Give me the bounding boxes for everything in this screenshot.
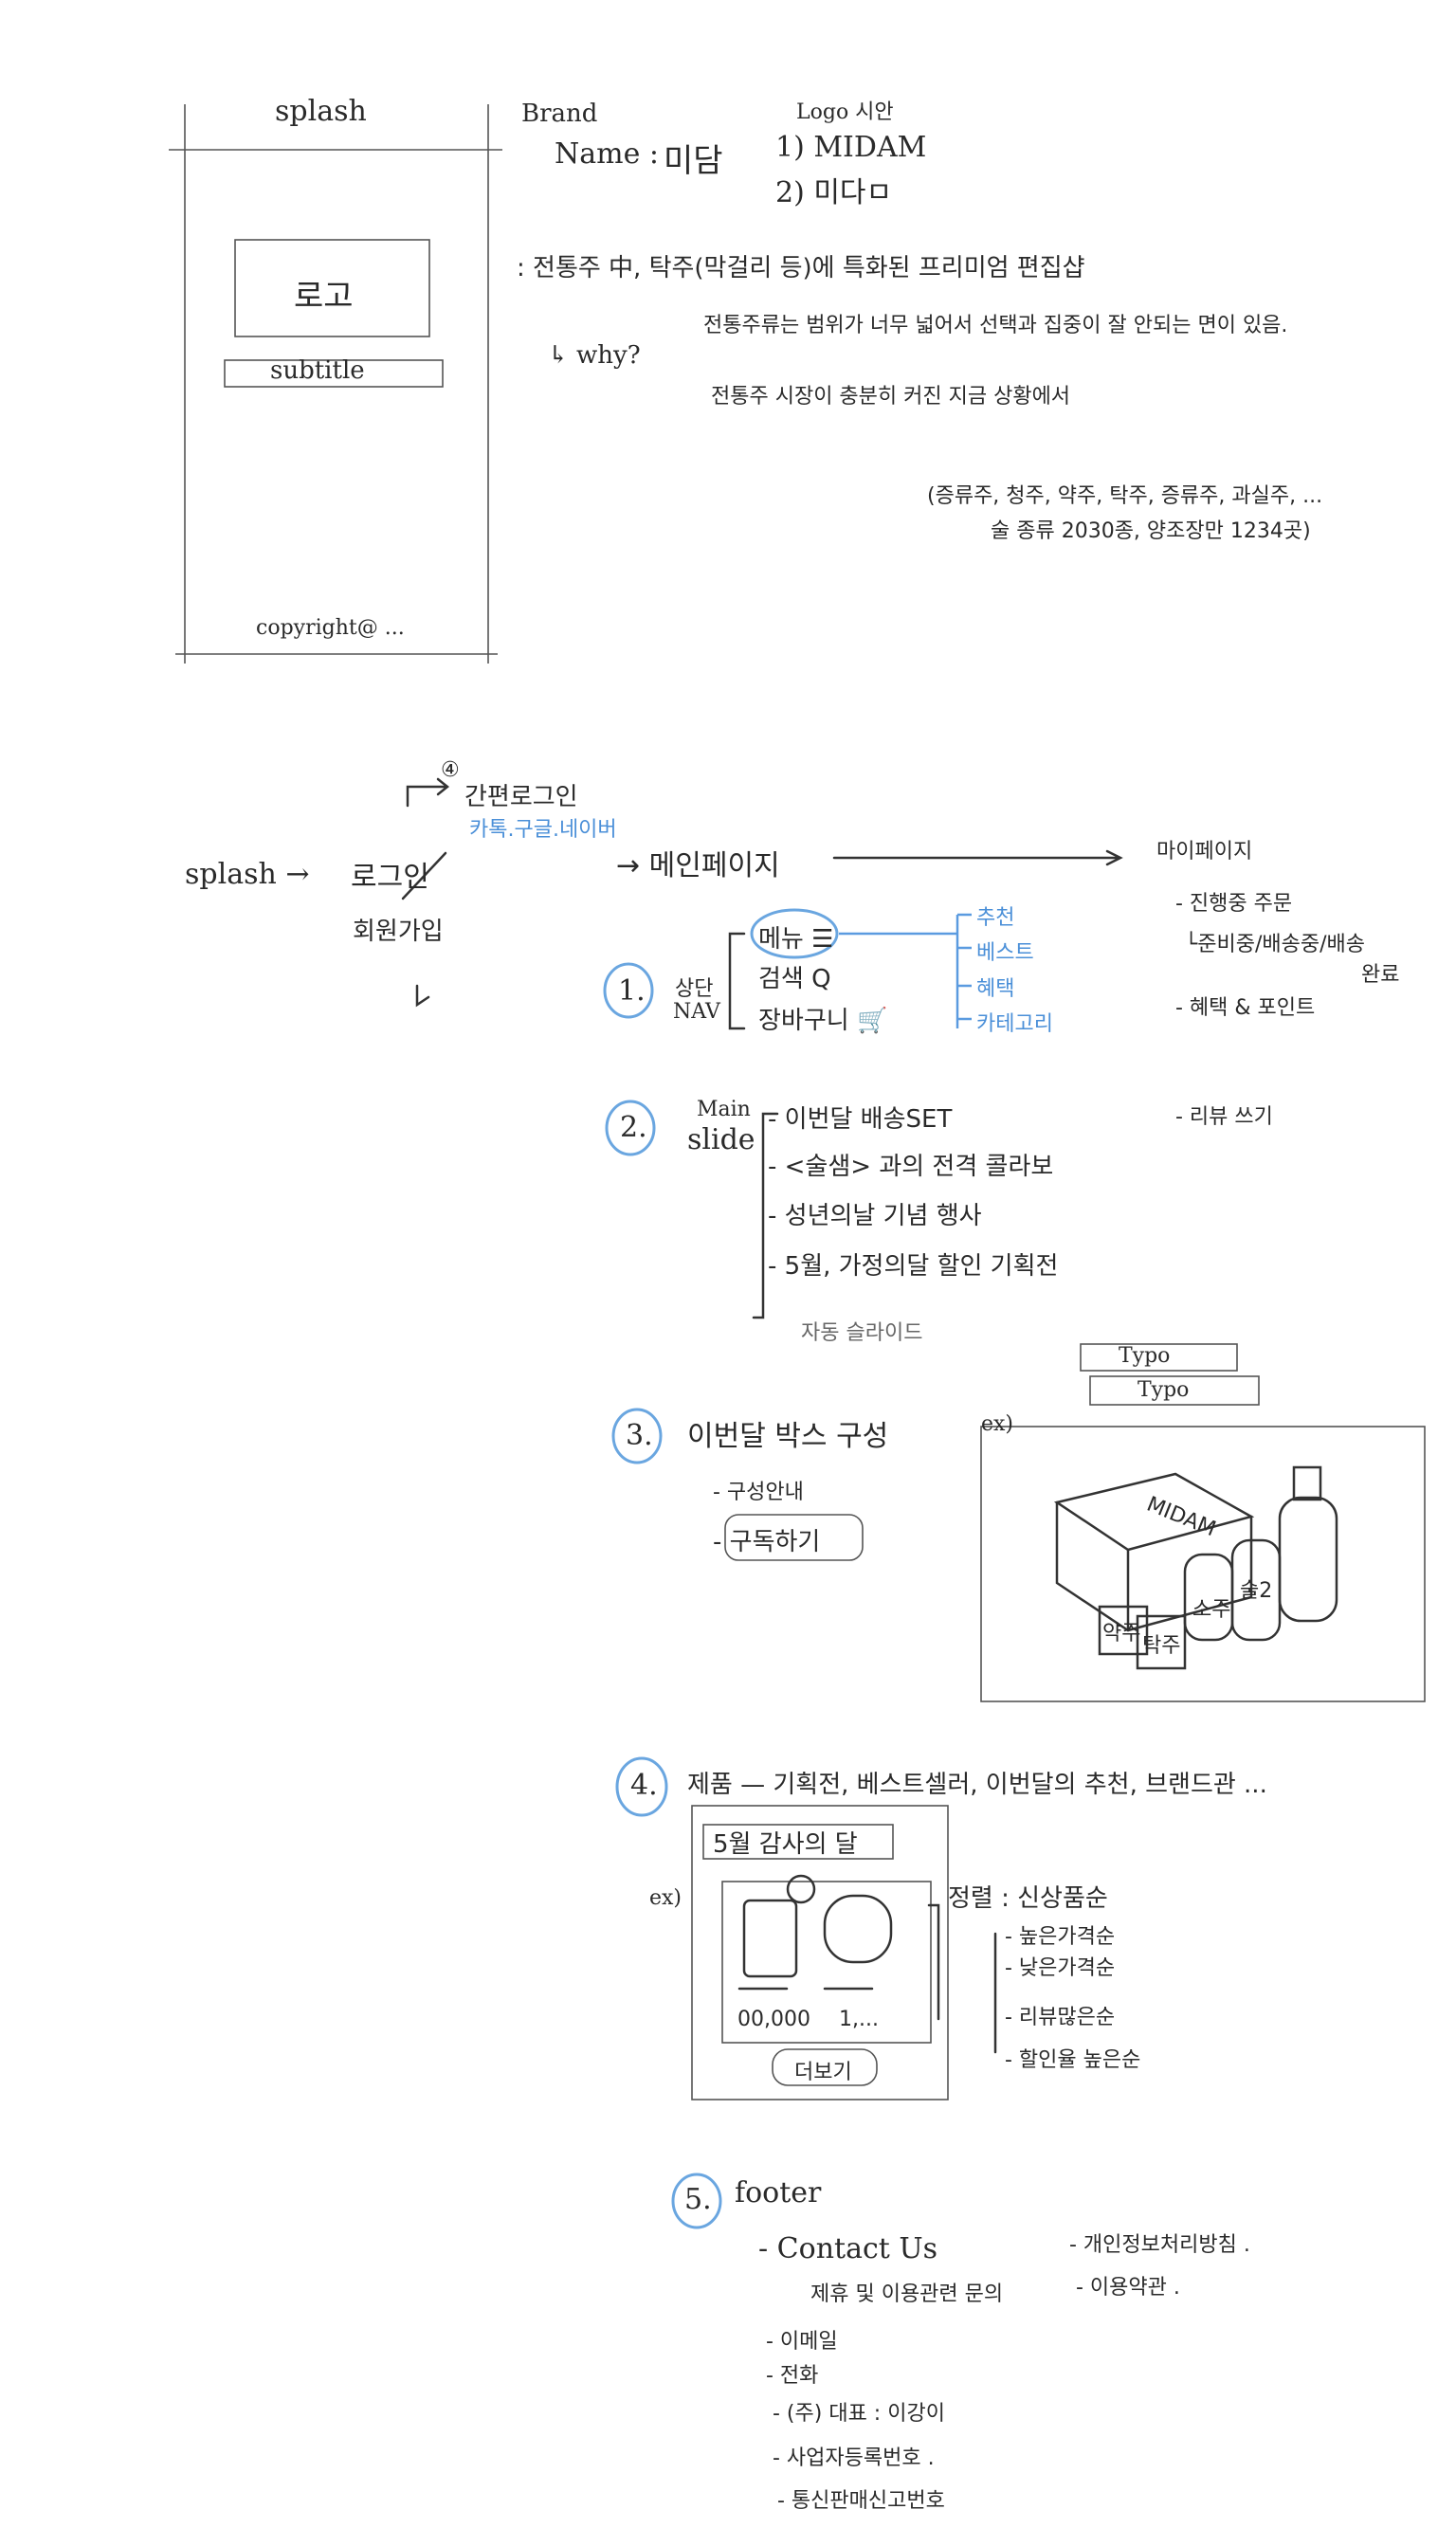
logo-option-1: 1) MIDAM: [775, 131, 927, 164]
mypage-item-2: └준비중/배송중/배송: [1185, 933, 1365, 956]
sort-option-high-price: - 높은가격순: [1005, 1925, 1116, 1949]
slide-item-3: - 성년의날 기념 행사: [768, 1202, 982, 1230]
product-price-1: 00,000: [737, 2008, 810, 2031]
brand-concept: : 전통주 中, 탁주(막걸리 등)에 특화된 프리미엄 편집샵: [517, 254, 1085, 282]
section1-label-bottom: NAV: [673, 1000, 720, 1024]
footer-email: - 이메일: [766, 2330, 838, 2354]
bottle-label-soju: 소주: [1192, 1598, 1231, 1622]
typo-label-2: Typo: [1138, 1378, 1190, 1402]
stats-line-1: (증류주, 청주, 약주, 탁주, 증류주, 과실주, ...: [927, 484, 1323, 508]
flow-mypage: 마이페이지: [1156, 840, 1253, 864]
section4-example-label: ex): [649, 1886, 682, 1910]
section2-label-bottom: slide: [687, 1123, 755, 1156]
section5-number: 5.: [684, 2183, 712, 2216]
menu-child-best: 베스트: [976, 941, 1034, 965]
mypage-item-1: - 진행중 주문: [1175, 892, 1293, 916]
footer-contact-sub: 제휴 및 이용관련 문의: [810, 2282, 1004, 2306]
splash-copyright: copyright@ ...: [256, 616, 405, 640]
product-banner: 5월 감사의 달: [713, 1830, 858, 1859]
bottle-label-takju: 탁주: [1142, 1634, 1181, 1658]
slide-item-2: - <술샘> 과의 전격 콜라보: [768, 1153, 1054, 1181]
footer-terms: - 이용약관 .: [1076, 2276, 1180, 2300]
section2-number: 2.: [620, 1111, 647, 1144]
section1-number: 1.: [618, 974, 646, 1008]
flow-simple-login: 간편로그인: [464, 783, 578, 811]
footer-ceo: - (주) 대표 : 이강이: [773, 2402, 945, 2426]
sort-option-low-price: - 낮은가격순: [1005, 1956, 1116, 1980]
menu-child-benefit: 혜택: [976, 977, 1015, 1001]
section4-title: 제품 — 기획전, 베스트셀러, 이번달의 추천, 브랜드관 ...: [687, 1771, 1267, 1799]
section3-item-guide: - 구성안내: [713, 1481, 804, 1504]
box-brand-label: MIDAM: [1143, 1492, 1219, 1542]
sort-option-reviews: - 리뷰많은순: [1005, 2006, 1116, 2029]
splash-subtitle-placeholder: subtitle: [270, 356, 365, 385]
section1-label-top: 상단: [675, 977, 714, 1001]
splash-frame-title: splash: [275, 95, 367, 128]
sort-option-discount: - 할인율 높은순: [1005, 2048, 1141, 2072]
menu-child-recommend: 추천: [976, 906, 1015, 930]
mypage-item-4: - 혜택 & 포인트: [1175, 996, 1316, 1020]
mypage-item-3: 완료: [1361, 963, 1400, 987]
sort-label: 정렬 : 신상품순: [948, 1884, 1108, 1913]
nav-menu: 메뉴 ☰: [758, 925, 834, 954]
flow-simple-login-num: ④: [441, 758, 460, 782]
section4-number: 4.: [630, 1769, 658, 1802]
nav-cart: 장바구니 🛒: [758, 1007, 888, 1035]
footer-mail-order-number: - 통신판매신고번호: [777, 2489, 945, 2513]
section3-title: 이번달 박스 구성: [687, 1420, 889, 1453]
menu-child-category: 카테고리: [976, 1012, 1053, 1036]
flow-signup: 회원가입: [353, 918, 444, 946]
stats-line-2: 술 종류 2030종, 양조장만 1234곳): [991, 519, 1311, 543]
section3-item-subscribe: - 구독하기: [713, 1528, 821, 1556]
why-text: 전통주류는 범위가 너무 넓어서 선택과 집중이 잘 안되는 면이 있음.: [703, 314, 1288, 337]
logo-draft-label: Logo 시안: [796, 100, 894, 124]
logo-option-2: 2) 미다ㅁ: [775, 176, 893, 209]
bottle-label-yakju: 약주: [1102, 1622, 1141, 1646]
why-subtext: 전통주 시장이 충분히 커진 지금 상황에서: [711, 385, 1071, 409]
flow-login: 로그인: [351, 861, 429, 894]
why-label: ↳ why?: [548, 341, 641, 370]
bottle-label-sul2: 술2: [1240, 1579, 1273, 1603]
section2-label-top: Main: [697, 1098, 751, 1121]
footer-privacy-policy: - 개인정보처리방침 .: [1069, 2233, 1250, 2257]
slide-item-1: - 이번달 배송SET: [768, 1105, 953, 1134]
splash-logo-placeholder: 로고: [294, 278, 354, 316]
footer-contact: - Contact Us: [758, 2232, 938, 2265]
brand-name: 미담: [664, 142, 723, 180]
section3-example-label: ex): [981, 1412, 1014, 1436]
nav-search: 검색 Q: [758, 965, 831, 993]
section3-number: 3.: [626, 1419, 653, 1452]
flow-splash: splash →: [185, 858, 310, 891]
slide-auto-note: 자동 슬라이드: [801, 1321, 923, 1345]
brand-name-label: Name :: [555, 137, 659, 171]
mypage-item-5: - 리뷰 쓰기: [1175, 1105, 1273, 1129]
footer-phone: - 전화: [766, 2364, 819, 2388]
product-price-2: 1,...: [839, 2008, 879, 2031]
brand-label: Brand: [521, 100, 598, 128]
more-button[interactable]: 더보기: [794, 2061, 852, 2084]
section5-title: footer: [735, 2176, 822, 2210]
flow-simple-login-sub: 카톡.구글.네이버: [469, 818, 617, 842]
flow-main-page: → 메인페이지: [616, 849, 780, 882]
footer-business-number: - 사업자등록번호 .: [773, 2446, 935, 2470]
slide-item-4: - 5월, 가정의달 할인 기획전: [768, 1252, 1059, 1281]
typo-label-1: Typo: [1119, 1344, 1171, 1368]
